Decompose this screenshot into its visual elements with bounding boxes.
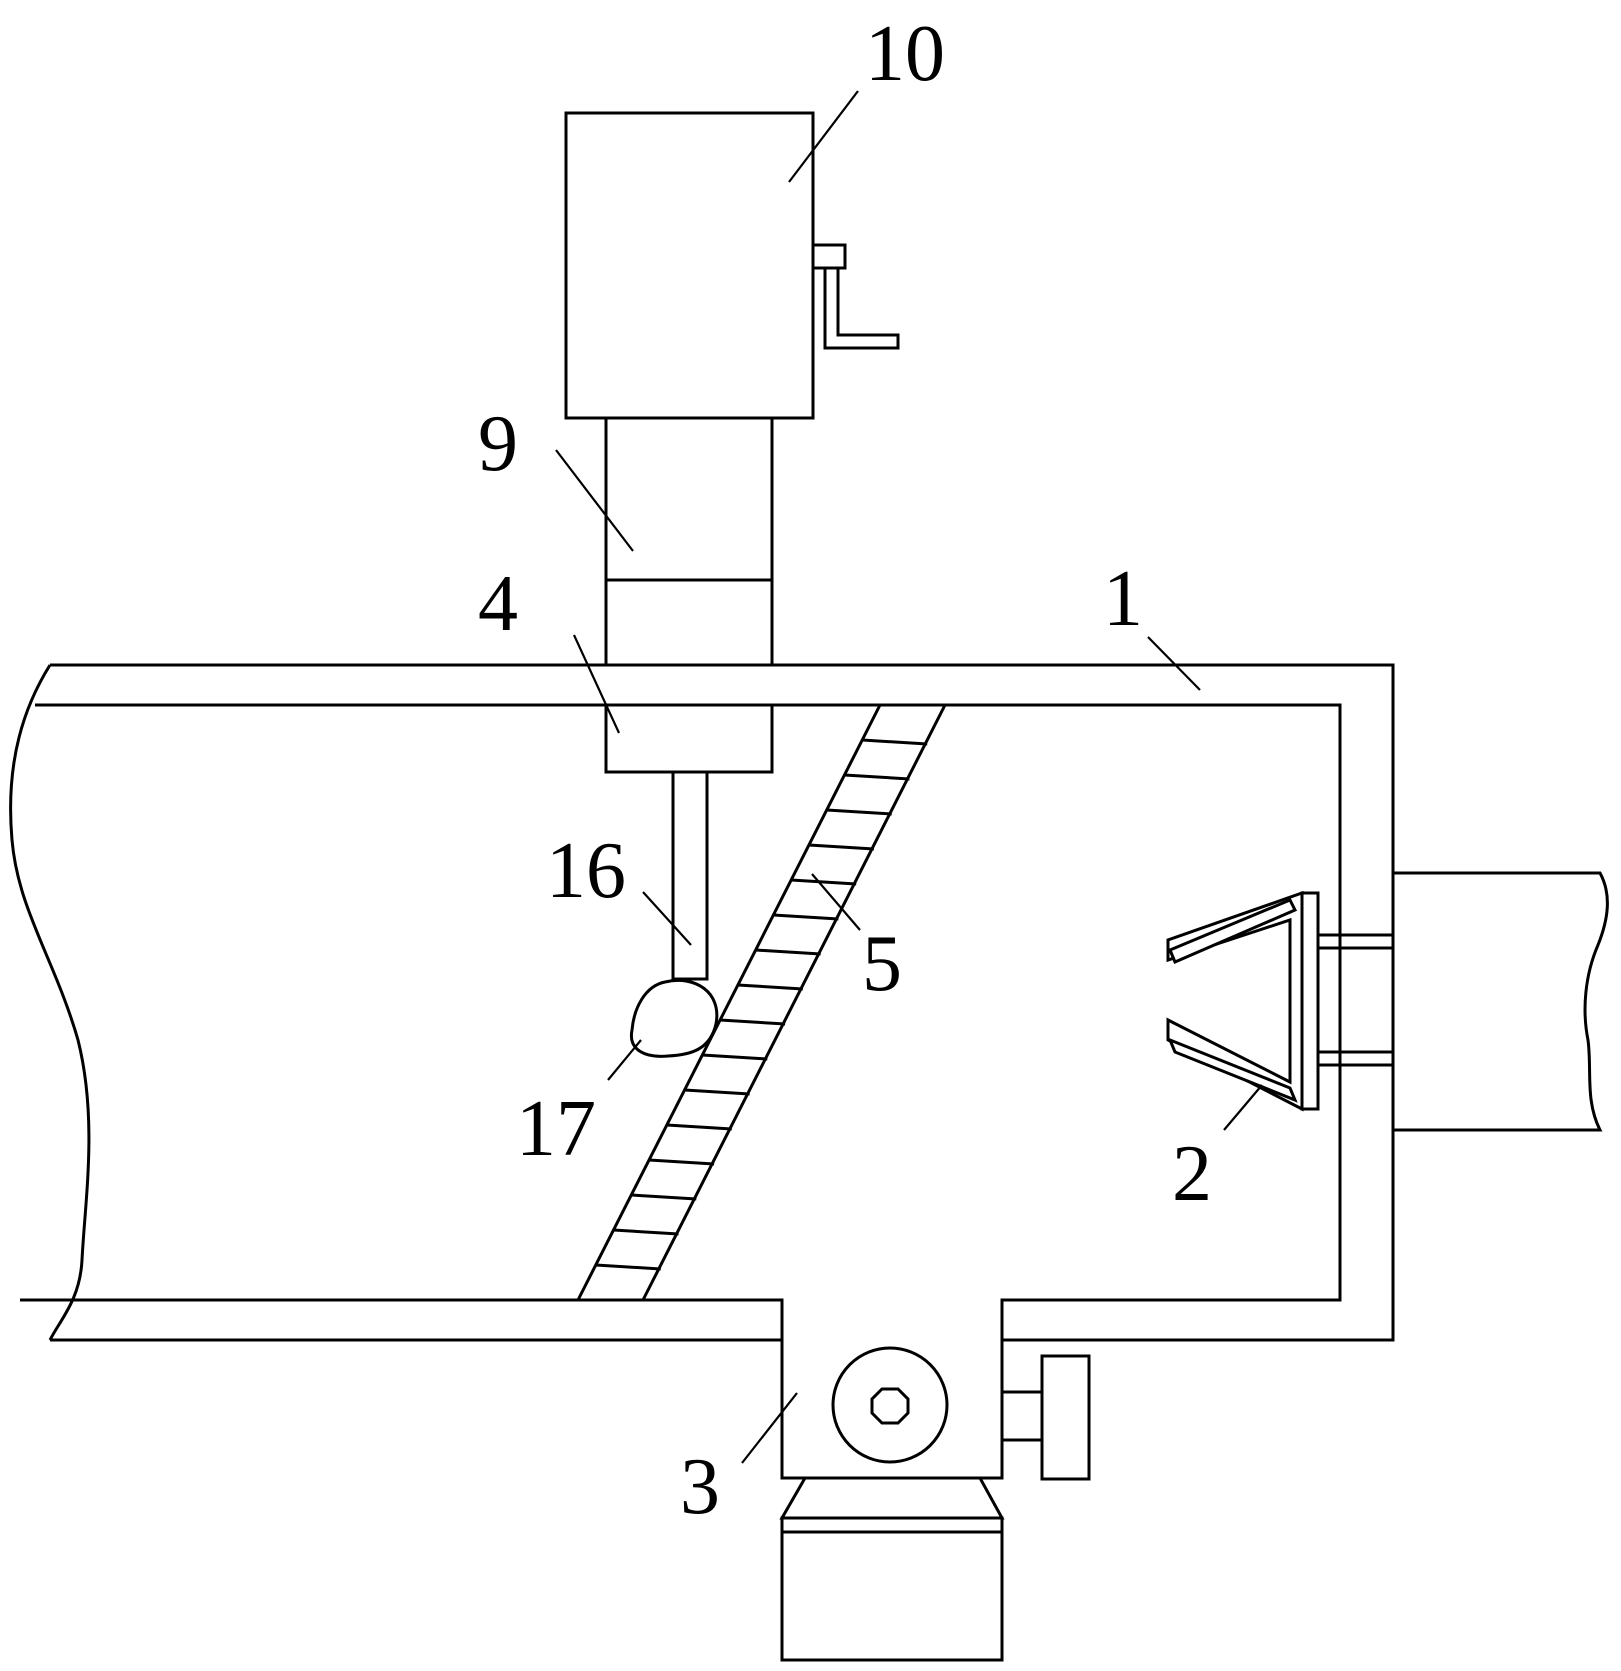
screen-rung xyxy=(720,1018,786,1026)
bottom-motor xyxy=(779,1476,1005,1662)
label-17: 17 xyxy=(516,1085,596,1173)
leader-4 xyxy=(573,634,620,734)
housing-outer-wall xyxy=(50,663,1395,1480)
screen-rung xyxy=(755,948,821,956)
block-4 xyxy=(604,703,774,774)
reference-numerals: 10 9 4 1 16 5 17 2 3 xyxy=(478,10,1212,1531)
label-10: 10 xyxy=(865,10,945,98)
motor-body xyxy=(780,1516,1004,1662)
ball-17 xyxy=(629,979,719,1058)
screen-rung xyxy=(631,1193,697,1201)
screen-rungs xyxy=(595,738,928,1271)
crank-handle xyxy=(813,243,900,350)
screen-rung xyxy=(595,1263,661,1271)
cylinder-9 xyxy=(604,416,774,667)
leader-lines xyxy=(555,90,1263,1464)
leader-9 xyxy=(555,449,634,552)
screen-rung xyxy=(862,738,928,746)
housing-left-break-line xyxy=(9,664,91,1341)
side-duct xyxy=(1393,871,1609,1132)
leader-10 xyxy=(788,90,859,183)
screen-rung xyxy=(737,983,803,991)
screen-left-rail xyxy=(576,704,882,1301)
side-valve-stem xyxy=(1000,1390,1044,1442)
screen-rung xyxy=(613,1228,679,1236)
label-3: 3 xyxy=(680,1443,720,1531)
screen-rung xyxy=(702,1053,768,1061)
label-5: 5 xyxy=(862,920,902,1008)
nozzle-2 xyxy=(1166,890,1395,1112)
top-box-body xyxy=(564,111,815,420)
label-1: 1 xyxy=(1103,555,1143,643)
leader-2 xyxy=(1223,1084,1263,1131)
leader-1 xyxy=(1147,636,1201,691)
outlet-3 xyxy=(831,1346,1091,1481)
screen-rung xyxy=(773,913,839,921)
housing-inner-wall xyxy=(20,703,1342,1340)
label-16: 16 xyxy=(546,827,626,915)
screen-rung xyxy=(808,843,875,851)
screen-rung xyxy=(826,808,892,816)
cylinder-lower-section xyxy=(604,578,774,667)
screen-rung xyxy=(666,1123,732,1131)
nozzle-upper-vane xyxy=(1168,898,1298,964)
screen-rung xyxy=(648,1158,715,1166)
label-2: 2 xyxy=(1172,1130,1212,1218)
leader-5 xyxy=(811,873,861,931)
nozzle-connector-pipe xyxy=(1316,933,1395,1067)
top-box-10 xyxy=(564,111,900,420)
inclined-screen-5 xyxy=(576,704,947,1301)
cylinder-upper-section xyxy=(604,416,774,582)
side-valve-handle xyxy=(1040,1354,1091,1481)
leader-16 xyxy=(642,891,692,946)
screen-rung xyxy=(844,773,910,781)
leader-17 xyxy=(607,1039,642,1081)
screen-right-rail xyxy=(641,704,947,1301)
screen-rung xyxy=(684,1088,750,1096)
label-9: 9 xyxy=(478,400,518,488)
nozzle-lower-vane xyxy=(1167,1037,1298,1103)
valve-wheel-outer xyxy=(831,1346,949,1464)
side-duct-outline xyxy=(1393,871,1609,1132)
nozzle-mount-plate xyxy=(1300,891,1320,1111)
motor-adapter xyxy=(779,1476,1005,1520)
screen-rung xyxy=(791,878,857,886)
rod-16 xyxy=(671,770,709,981)
leader-3 xyxy=(741,1392,798,1464)
valve-wheel-hub xyxy=(870,1387,910,1425)
label-4: 4 xyxy=(478,560,518,648)
